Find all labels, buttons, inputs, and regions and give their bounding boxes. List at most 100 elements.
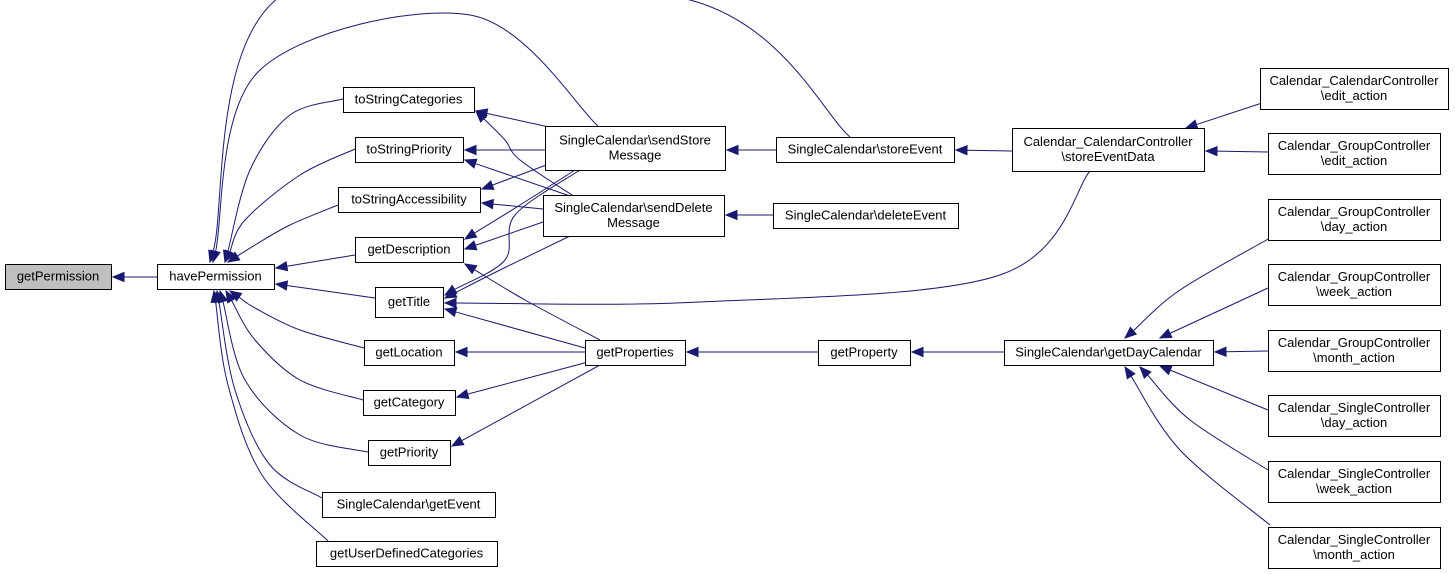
node-box[interactable] <box>5 264 112 290</box>
node-toStringCategories[interactable]: toStringCategories <box>343 87 475 113</box>
node-scMonthAction[interactable]: Calendar_SingleController\month_action <box>1268 527 1441 569</box>
node-label: Calendar_SingleController <box>1278 400 1431 415</box>
node-box[interactable] <box>1268 199 1441 241</box>
node-getPermission[interactable]: getPermission <box>5 264 112 290</box>
edge-storeEventData-to-storeEvent <box>954 144 1013 156</box>
edge-line <box>1130 375 1271 526</box>
arrowhead-icon <box>1184 119 1199 130</box>
node-deleteEvent[interactable]: SingleCalendar\deleteEvent <box>773 203 959 229</box>
node-box[interactable] <box>1268 527 1441 569</box>
node-getUserDefinedCategories[interactable]: getUserDefinedCategories <box>316 541 498 567</box>
node-box[interactable] <box>1268 395 1441 437</box>
node-box[interactable] <box>355 137 464 163</box>
node-box[interactable] <box>364 340 455 366</box>
edge-gcWeekAction-to-getDayCalendar <box>1158 287 1269 339</box>
edge-scDayAction-to-getDayCalendar <box>1158 365 1269 411</box>
edge-deleteEvent-to-sendDeleteMessage <box>724 209 773 221</box>
node-box[interactable] <box>322 492 496 518</box>
node-box[interactable] <box>343 87 475 113</box>
node-gcWeekAction[interactable]: Calendar_GroupController\week_action <box>1268 264 1441 306</box>
node-getEvent[interactable]: SingleCalendar\getEvent <box>322 492 496 518</box>
edge-gcDayAction-to-getDayCalendar <box>1124 237 1271 339</box>
node-label: Calendar_GroupController <box>1278 269 1431 284</box>
node-box[interactable] <box>1260 68 1449 110</box>
node-label: \month_action <box>1313 547 1395 562</box>
node-box[interactable] <box>1268 330 1441 372</box>
edge-line <box>454 235 571 294</box>
arrowhead-icon <box>224 249 235 264</box>
node-getDescription[interactable]: getDescription <box>355 237 464 263</box>
node-box[interactable] <box>545 126 726 171</box>
arrowhead-icon <box>463 228 478 240</box>
edge-storeEventData-to-getTitle <box>443 170 1091 309</box>
edge-getTitle-to-havePermission <box>274 280 376 299</box>
edge-scMonthAction-to-getDayCalendar <box>1124 365 1271 526</box>
node-box[interactable] <box>585 340 686 366</box>
arrowhead-icon <box>475 110 488 123</box>
arrowhead-icon <box>1124 365 1136 380</box>
edge-getProperties-to-getCategory <box>455 361 589 400</box>
node-box[interactable] <box>368 440 451 466</box>
node-box[interactable] <box>1268 264 1441 306</box>
node-box[interactable] <box>338 187 481 213</box>
node-storeEvent[interactable]: SingleCalendar\storeEvent <box>776 137 955 163</box>
edge-line <box>215 301 329 542</box>
edge-line <box>227 98 344 252</box>
node-storeEventData[interactable]: Calendar_CalendarController\storeEventDa… <box>1012 128 1205 172</box>
node-box[interactable] <box>363 390 456 416</box>
node-getPriority[interactable]: getPriority <box>368 440 451 466</box>
node-gcEditAction[interactable]: Calendar_GroupController\edit_action <box>1268 133 1441 175</box>
node-box[interactable] <box>776 137 955 163</box>
node-scWeekAction[interactable]: Calendar_SingleController\week_action <box>1268 461 1441 503</box>
node-label: havePermission <box>169 269 262 284</box>
arrowhead-icon <box>1158 365 1173 376</box>
arrowhead-icon <box>443 288 458 299</box>
node-box[interactable] <box>818 340 911 366</box>
node-box[interactable] <box>355 237 464 263</box>
edge-toStringPriority-to-havePermission <box>224 148 356 264</box>
node-box[interactable] <box>543 195 725 237</box>
node-getProperties[interactable]: getProperties <box>585 340 686 366</box>
arrowhead-icon <box>954 144 968 156</box>
node-label: SingleCalendar\deleteEvent <box>785 208 947 223</box>
node-box[interactable] <box>773 203 959 229</box>
node-getProperty[interactable]: getProperty <box>818 340 911 366</box>
node-ccEditAction[interactable]: Calendar_CalendarController\edit_action <box>1260 68 1449 110</box>
edge-toStringAccessibility-to-havePermission <box>226 204 339 263</box>
node-box[interactable] <box>375 287 444 318</box>
node-gcDayAction[interactable]: Calendar_GroupController\day_action <box>1268 199 1441 241</box>
edge-line <box>229 148 356 253</box>
edge-getUserDefinedCategories-to-havePermission <box>210 289 329 542</box>
node-box[interactable] <box>1268 461 1441 503</box>
node-label: SingleCalendar\sendStore <box>559 133 711 148</box>
arrowhead-icon <box>1204 145 1218 157</box>
node-label: \month_action <box>1313 350 1395 365</box>
node-toStringPriority[interactable]: toStringPriority <box>355 137 464 163</box>
node-label: getTitle <box>388 294 430 309</box>
node-box[interactable] <box>157 264 275 290</box>
node-havePermission[interactable]: havePermission <box>157 264 275 290</box>
node-label: SingleCalendar\storeEvent <box>788 142 943 157</box>
arrowhead-icon <box>111 271 125 283</box>
arrowhead-icon <box>724 209 738 221</box>
arrowhead-icon <box>210 289 221 304</box>
node-box[interactable] <box>1004 340 1214 366</box>
arrowhead-icon <box>1158 328 1173 339</box>
node-getCategory[interactable]: getCategory <box>363 390 456 416</box>
node-gcMonthAction[interactable]: Calendar_GroupController\month_action <box>1268 330 1441 372</box>
arrowhead-icon <box>226 251 241 263</box>
node-getTitle[interactable]: getTitle <box>375 287 444 318</box>
node-box[interactable] <box>1268 133 1441 175</box>
arrowhead-icon <box>455 388 470 400</box>
node-box[interactable] <box>316 541 498 567</box>
edge-line <box>1225 350 1269 353</box>
node-getDayCalendar[interactable]: SingleCalendar\getDayCalendar <box>1004 340 1214 366</box>
node-scDayAction[interactable]: Calendar_SingleController\day_action <box>1268 395 1441 437</box>
node-getLocation[interactable]: getLocation <box>364 340 455 366</box>
node-box[interactable] <box>1012 128 1205 172</box>
node-toStringAccessibility[interactable]: toStringAccessibility <box>338 187 481 213</box>
edge-line <box>237 204 339 257</box>
edge-line <box>475 163 571 197</box>
